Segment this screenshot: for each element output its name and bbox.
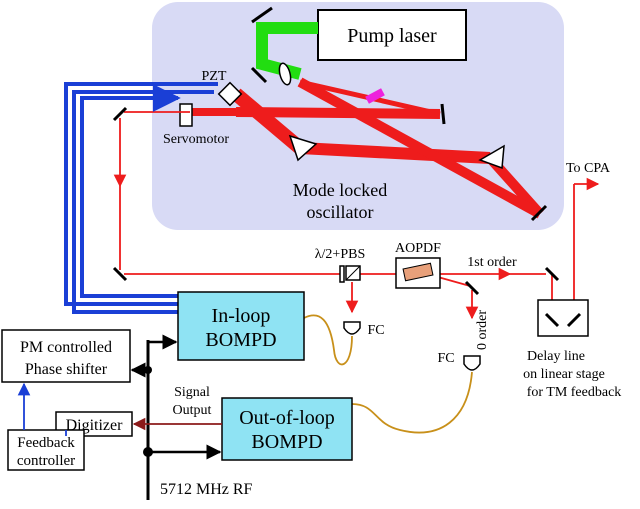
feedback-lines [64,82,218,314]
oscillator-label-line2: oscillator [307,202,374,222]
rf-junction-top [144,366,152,374]
half-wave-plate [339,265,345,283]
pzt-label: PZT [202,69,227,84]
pump-lens [278,62,292,86]
fiber-coupler-bottom [463,355,481,371]
phase-shifter-label-2: Phase shifter [25,361,108,378]
fiber-outloop [351,371,473,434]
rf-junction-bottom [143,447,153,457]
inloop-bompd-label-2: BOMPD [205,329,276,351]
rf-lines [130,334,222,500]
delay-line-label-2: on linear stage [523,367,605,382]
to-cpa-label: To CPA [566,161,611,176]
prism-right [478,144,505,170]
gain-crystal [365,88,385,104]
fiber-inloop [303,314,353,366]
output-beam [113,111,600,321]
fc-bottom-label: FC [437,351,454,366]
pump-laser-label: Pump laser [347,25,437,47]
pump-laser-box [317,9,467,61]
end-mirror-right [440,103,446,125]
pzt-mirror [217,81,243,107]
rf-label: 5712 MHz RF [160,481,253,498]
phase-shifter-box[interactable] [1,329,131,383]
zero-order-label: 0 order [475,310,490,350]
half-wave-pbs-label: λ/2+PBS [315,247,365,262]
delay-line-label-3: for TM feedback [527,385,622,400]
end-mirror-bottom [530,204,548,222]
outloop-bompd-box[interactable] [221,397,353,461]
inloop-bompd-box[interactable] [177,291,305,361]
mirror-zero-order [464,280,480,296]
mirror-output-top [112,106,128,122]
phase-shifter-label-1: PM controlled [20,339,112,356]
feedback-controller-label-2: controller [17,453,75,469]
outloop-bompd-label-1: Out-of-loop [239,407,335,429]
oscillator-label-line1: Mode locked [293,180,387,200]
servomotor-label: Servomotor [163,132,229,147]
signal-output-label-1: Signal [174,385,210,400]
delay-line-label-1: Delay line [527,349,585,364]
delay-line-stage [537,299,589,337]
fiber-coupler-top [343,321,361,335]
signal-output-label-2: Output [173,403,212,418]
aopdf-label: AOPDF [395,241,441,256]
fc-top-label: FC [367,323,384,338]
first-order-label: 1st order [467,255,517,270]
prism-left [288,134,318,162]
pbs-diagonal [345,265,361,281]
servomotor-block [179,103,193,127]
outloop-bompd-label-2: BOMPD [251,431,322,453]
feedback-controller-box[interactable] [7,429,85,471]
aopdf-crystal [402,262,434,282]
inloop-bompd-label-1: In-loop [212,305,271,327]
pump-mirror-top [251,6,273,24]
delay-mirror-right [566,312,582,328]
mirror-output-bottom [112,266,128,282]
mirror-delay-in [544,266,560,282]
delay-mirror-left [544,312,560,328]
feedback-controller-label-1: Feedback [17,435,75,451]
pump-mirror-bottom [250,66,268,84]
